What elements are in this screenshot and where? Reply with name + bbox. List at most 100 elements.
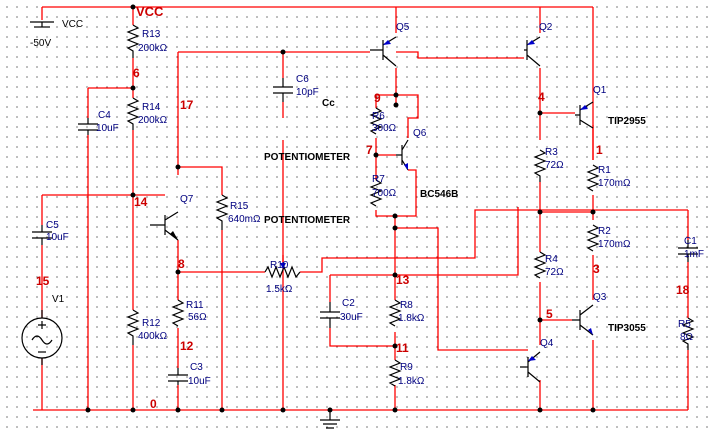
junction-dots: [85, 4, 596, 413]
resistor-r6[interactable]: [369, 107, 383, 135]
vcc-label: VCC: [136, 4, 164, 19]
cc-annotation: Cc: [322, 98, 335, 109]
c2-value: 30uF: [340, 312, 363, 323]
r3-ref: R3: [545, 147, 558, 158]
net-12: 12: [180, 339, 194, 353]
r14-ref: R14: [142, 102, 161, 113]
q7-ref: Q7: [180, 194, 194, 205]
q3-part: TIP3055: [608, 323, 646, 334]
c4-value: 10uF: [96, 123, 119, 134]
resistor-r8[interactable]: [388, 299, 402, 327]
ac-source-v1[interactable]: [21, 310, 63, 365]
net-14: 14: [134, 195, 148, 209]
r5-ref: R5: [678, 319, 691, 330]
net-17: 17: [180, 98, 194, 112]
c1-ref: C1: [684, 236, 697, 247]
q6-part: BC546B: [420, 189, 458, 200]
resistor-r10[interactable]: [264, 262, 301, 279]
capacitor-c1[interactable]: [678, 240, 698, 262]
capacitor-c6[interactable]: [273, 78, 293, 102]
r11-ref: R11: [186, 300, 204, 311]
c4-ref: C4: [98, 110, 111, 121]
resistor-r11[interactable]: [171, 299, 185, 327]
r11-value: 56Ω: [188, 312, 207, 323]
r10-ref: R10: [270, 260, 289, 271]
c5-value: 10uF: [46, 232, 69, 243]
net-11: 11: [396, 341, 409, 355]
r13-ref: R13: [142, 29, 161, 40]
capacitor-c4[interactable]: [78, 118, 98, 135]
resistor-r14[interactable]: [126, 97, 140, 130]
resistor-r5[interactable]: [681, 317, 695, 350]
r2-value: 170mΩ: [598, 239, 631, 250]
q6-ref: Q6: [413, 128, 427, 139]
transistor-q1[interactable]: [575, 101, 594, 129]
q1-ref: Q1: [593, 85, 607, 96]
transistor-q5[interactable]: [370, 36, 397, 67]
r4-ref: R4: [545, 254, 558, 265]
net-5: 5: [546, 307, 553, 321]
resistor-r7[interactable]: [369, 179, 383, 207]
r1-value: 170mΩ: [598, 178, 631, 189]
vcc-name: VCC: [62, 19, 83, 30]
vcc-value: -50V: [30, 38, 51, 49]
net-1: 1: [596, 143, 603, 157]
transistor-q7[interactable]: [150, 211, 179, 241]
resistor-r13[interactable]: [126, 24, 140, 58]
r5-value: 8Ω: [680, 332, 694, 343]
resistor-r2[interactable]: [586, 224, 600, 252]
transistor-q2[interactable]: [524, 36, 541, 67]
r1-ref: R1: [598, 165, 611, 176]
net-4: 4: [538, 90, 545, 104]
r12-value: 400kΩ: [138, 331, 168, 342]
capacitor-c3[interactable]: [168, 368, 188, 385]
r13-value: 200kΩ: [138, 43, 168, 54]
r4-value: 72Ω: [545, 267, 564, 278]
net-6: 6: [133, 66, 140, 80]
c5-ref: C5: [46, 220, 59, 231]
q5-ref: Q5: [396, 22, 410, 33]
transistor-q3[interactable]: [572, 304, 594, 336]
resistor-r1[interactable]: [586, 164, 600, 192]
r6-value: 300Ω: [372, 123, 397, 134]
wires: [33, 6, 689, 411]
c3-ref: C3: [190, 362, 203, 373]
capacitor-c5[interactable]: [32, 225, 52, 245]
resistor-r4[interactable]: [533, 251, 547, 279]
r9-value: 1.8kΩ: [398, 376, 425, 387]
q3-ref: Q3: [593, 292, 607, 303]
transistor-q6[interactable]: [396, 139, 409, 171]
net-13: 13: [396, 273, 410, 287]
c3-value: 10uF: [188, 376, 211, 387]
net-3: 3: [593, 262, 600, 276]
potentiometer-label-1: POTENTIOMETER: [264, 152, 351, 163]
c2-ref: C2: [342, 298, 355, 309]
potentiometer-label-2: POTENTIOMETER: [264, 215, 351, 226]
resistor-r3[interactable]: [533, 149, 547, 182]
net-0: 0: [150, 397, 157, 411]
resistor-r15[interactable]: [215, 194, 229, 230]
capacitor-c2[interactable]: [320, 302, 340, 328]
net-18: 18: [676, 283, 690, 297]
r7-value: 700Ω: [372, 188, 397, 199]
r3-value: 72Ω: [545, 160, 564, 171]
net-8: 8: [178, 257, 185, 271]
q1-part: TIP2955: [608, 116, 646, 127]
r2-ref: R2: [598, 226, 611, 237]
r8-value: 1.8kΩ: [398, 313, 425, 324]
resistor-r9[interactable]: [388, 359, 402, 387]
r12-ref: R12: [142, 318, 161, 329]
resistor-r12[interactable]: [126, 309, 140, 345]
c1-value: 1mF: [684, 249, 704, 260]
vcc-source: [30, 21, 54, 28]
c6-value: 10pF: [296, 87, 319, 98]
net-7: 7: [366, 143, 373, 157]
q2-ref: Q2: [539, 22, 553, 33]
transistor-q4[interactable]: [520, 351, 541, 383]
ground-symbol: [320, 410, 340, 429]
r8-ref: R8: [400, 300, 413, 311]
net-15: 15: [36, 274, 50, 288]
q4-ref: Q4: [540, 338, 554, 349]
